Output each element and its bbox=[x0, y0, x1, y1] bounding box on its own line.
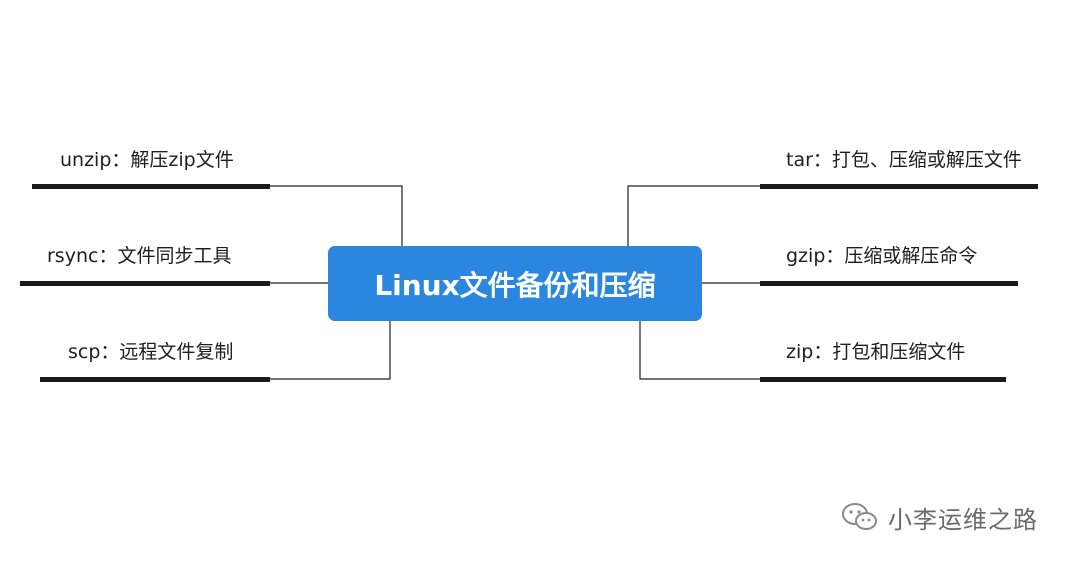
branch-label-zip[interactable]: zip：打包和压缩文件 bbox=[786, 341, 966, 363]
connector-scp bbox=[270, 321, 391, 380]
central-topic-label: Linux文件备份和压缩 bbox=[374, 268, 656, 302]
branch-underline-scp bbox=[40, 377, 270, 382]
wechat-icon bbox=[842, 503, 877, 530]
central-topic-node[interactable]: Linux文件备份和压缩 bbox=[328, 246, 702, 321]
branch-underline-unzip bbox=[32, 184, 270, 189]
connector-unzip bbox=[270, 185, 403, 246]
branch-label-unzip[interactable]: unzip：解压zip文件 bbox=[60, 149, 234, 171]
branch-label-tar[interactable]: tar：打包、压缩或解压文件 bbox=[786, 149, 1022, 171]
branch-underline-tar bbox=[760, 184, 1038, 189]
connector-tar bbox=[627, 185, 760, 246]
watermark-text: 小李运维之路 bbox=[888, 505, 1038, 534]
branch-label-gzip[interactable]: gzip：压缩或解压命令 bbox=[786, 245, 978, 267]
connector-zip bbox=[639, 321, 760, 380]
branch-underline-rsync bbox=[20, 281, 270, 286]
branch-label-scp[interactable]: scp：远程文件复制 bbox=[68, 341, 234, 363]
branch-label-rsync[interactable]: rsync：文件同步工具 bbox=[47, 245, 232, 267]
branch-underline-gzip bbox=[760, 281, 1018, 286]
branch-underline-zip bbox=[760, 377, 1006, 382]
watermark: 小李运维之路 bbox=[840, 497, 1038, 537]
